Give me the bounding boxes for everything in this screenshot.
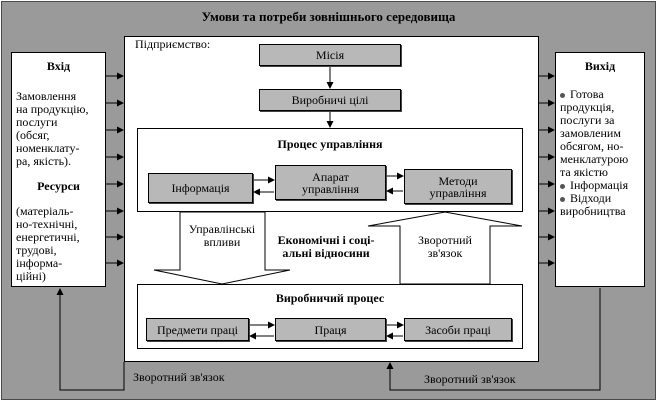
mission-box: Місія [259, 44, 401, 66]
management-influences-label: Управлінські впливи [182, 223, 262, 249]
resources-line: ційні) [16, 269, 46, 283]
resources-line: трудові, [16, 243, 57, 257]
management-influences-line: Управлінські [188, 222, 256, 236]
output-item-text: Відходи [570, 191, 612, 205]
methods-line: управління [429, 185, 487, 200]
resources-text: (матеріаль- но-технічні, енергетичні, тр… [16, 205, 108, 283]
apparatus-line: управління [302, 181, 359, 196]
methods-box: Методи управління [404, 169, 512, 204]
output-panel: Вихід Готова продукція, послуги за замов… [555, 52, 645, 287]
economic-relations-label: Економічні і соці- альні відносини [265, 234, 387, 260]
objects-of-labor-box: Предмети праці [146, 318, 249, 341]
resources-line: інформа- [16, 256, 63, 270]
resources-line: енергетичні, [16, 230, 80, 244]
economic-line: альні відносини [282, 246, 370, 260]
feedback-inner-line: зв'язок [427, 246, 463, 260]
labor-box: Праця [275, 318, 386, 341]
output-line: послуги за [560, 113, 615, 127]
feedback-bottom-left-label: Зворотний зв'язок [133, 370, 225, 384]
output-item-text: Готова [570, 87, 604, 101]
feedback-inner-label: Зворотний зв'язок [402, 234, 488, 260]
feedback-bottom-right-label: Зворотний зв'язок [424, 372, 516, 386]
page-title: Умови та потреби зовнішнього середовища [201, 9, 456, 24]
feedback-inner-line: Зворотний [418, 233, 472, 247]
management-influences-line: впливи [203, 235, 241, 249]
input-line: номенклату- [16, 141, 80, 155]
economic-line: Економічні і соці- [277, 233, 375, 247]
output-line: замовленим [560, 126, 621, 140]
output-line: та якістю [560, 165, 608, 179]
enterprise-label: Підприємство: [135, 37, 211, 51]
input-title: Вхід [46, 59, 71, 73]
output-line: Відходи [560, 192, 648, 205]
resources-line: (матеріаль- [16, 204, 74, 218]
output-line: продукція, [560, 100, 615, 114]
bullet-icon [560, 92, 565, 98]
production-process-title: Виробничий процес [275, 291, 385, 305]
input-line: (обсяг, [16, 128, 50, 142]
input-orders-text: Замовлення на продукцію, послуги (обсяг,… [16, 90, 108, 168]
input-line: Замовлення [16, 89, 77, 103]
input-line: ра, якість). [16, 154, 72, 168]
input-line: на продукцію, [16, 102, 89, 116]
output-line: обсягом, но- [560, 139, 624, 153]
output-line: Інформація [560, 179, 648, 192]
means-of-labor-box: Засоби праці [404, 318, 512, 341]
production-goals-box: Виробничі цілі [259, 89, 401, 111]
output-line: виробництва [560, 204, 626, 218]
input-line: послуги [16, 115, 58, 129]
output-line: Готова [560, 88, 648, 101]
management-process-title: Процес управління [277, 137, 383, 151]
input-panel: Вхід Замовлення на продукцію, послуги (о… [11, 52, 106, 287]
output-title: Вихід [584, 59, 616, 73]
bullet-icon [560, 196, 565, 202]
apparatus-box: Апарат управління [275, 165, 386, 200]
output-line: менклатурою [560, 152, 629, 166]
bullet-icon [560, 183, 565, 189]
resources-line: но-технічні, [16, 217, 78, 231]
output-list: Готова продукція, послуги за замовленим … [560, 88, 648, 218]
apparatus-line: Апарат [312, 169, 349, 184]
output-item-text: Інформація [570, 178, 629, 192]
resources-title: Ресурси [37, 179, 80, 193]
methods-line: Методи [438, 173, 478, 188]
information-box: Інформація [148, 173, 253, 203]
